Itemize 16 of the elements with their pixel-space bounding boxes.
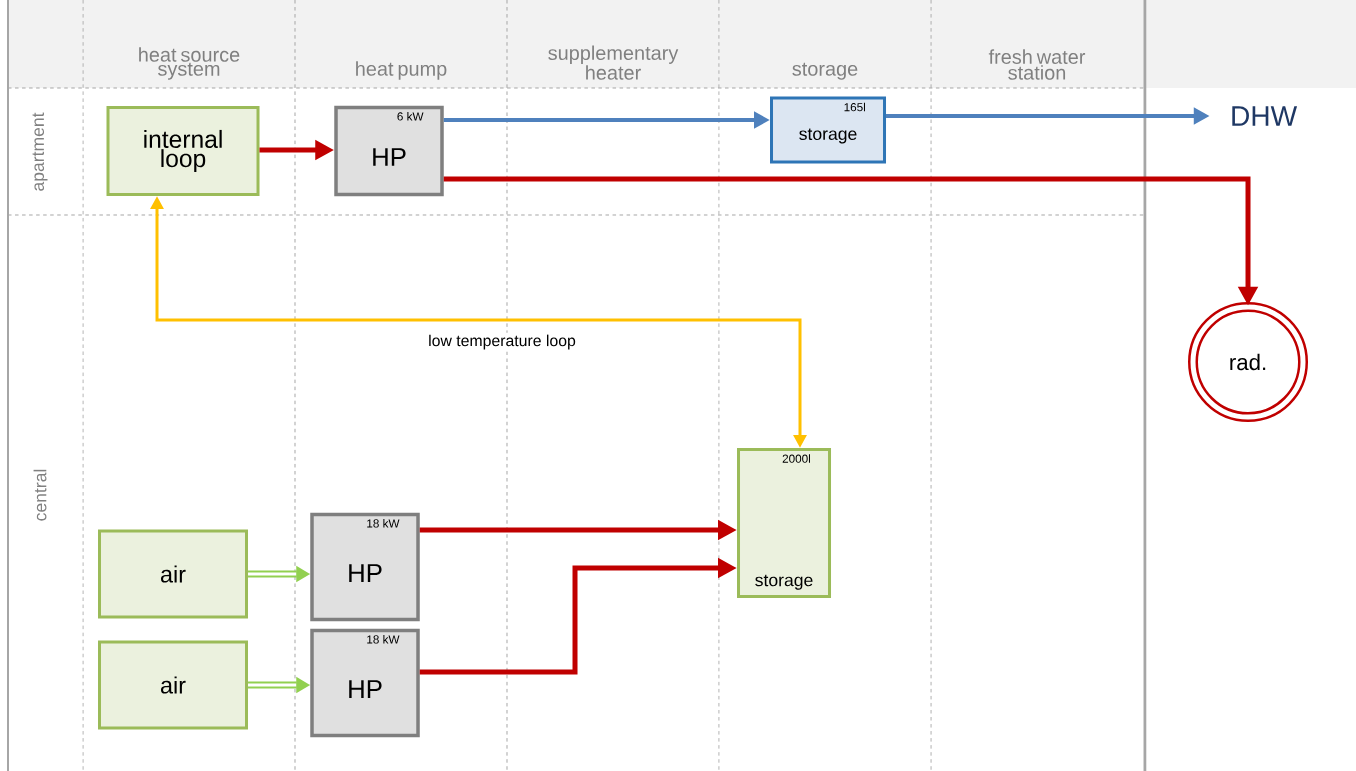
row-header: central: [33, 469, 47, 521]
row-header: apartment: [32, 112, 48, 191]
heat-pump-box: 18 kW HP: [310, 512, 420, 622]
outlet-label: DHW: [1232, 106, 1298, 126]
column-header: heat source system: [139, 47, 240, 80]
process-box: air: [98, 640, 248, 730]
process-box: air: [98, 529, 248, 619]
process-box: 2000l storage: [737, 448, 831, 598]
process-box: internal loop: [106, 106, 260, 196]
column-header: fresh water station: [988, 49, 1086, 80]
storage-box: 165l storage: [770, 96, 886, 164]
column-header: heat pump: [356, 61, 447, 80]
column-header: supplementary heater: [548, 45, 679, 80]
column-header: storage: [792, 62, 858, 80]
heat-pump-box: 18 kW HP: [310, 628, 420, 738]
heat-pump-box: 6 kW HP: [334, 105, 444, 197]
